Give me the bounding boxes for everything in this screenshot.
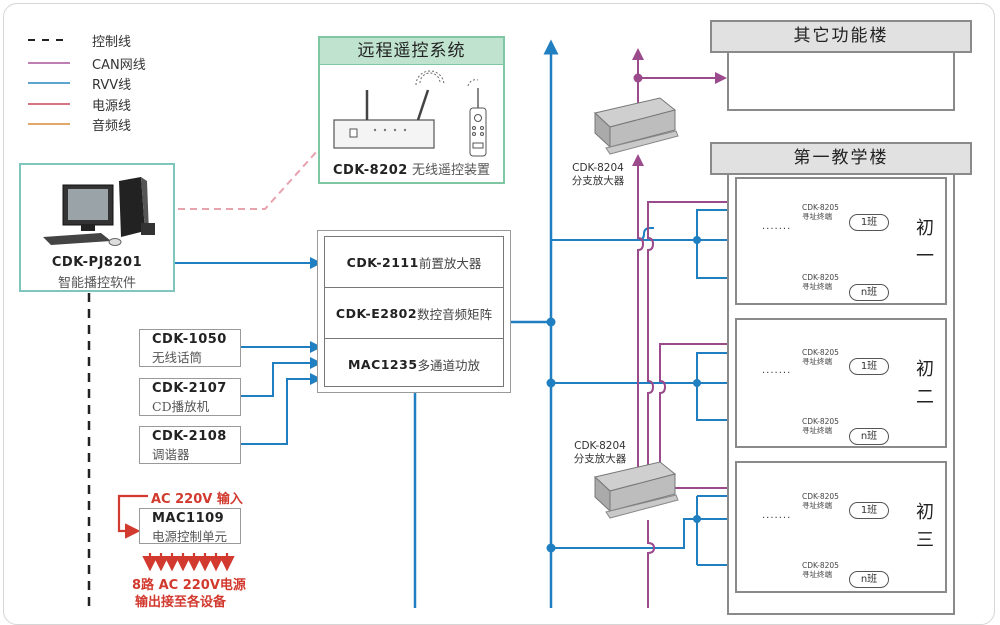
remote-device-caption: CDK-8202 无线遥控装置 xyxy=(320,159,503,178)
control-pc: CDK-PJ8201 智能播控软件 xyxy=(19,163,175,292)
remote-device-desc: 无线遥控装置 xyxy=(411,163,490,178)
junction-dot xyxy=(546,317,556,327)
legend-item-audio: 音频线 xyxy=(92,118,132,134)
building-other-header: 其它功能楼 xyxy=(710,20,972,53)
class-badge-first: 1班 xyxy=(849,358,889,375)
class-badge-last: n班 xyxy=(849,571,889,588)
wire-control-pc-remote xyxy=(178,149,319,210)
wireless-receiver-icon xyxy=(333,70,487,157)
grade-2-label: 初二 xyxy=(916,359,934,408)
class-badge-first: 1班 xyxy=(849,502,889,519)
junction-dot xyxy=(693,236,701,244)
branch-amplifier-device-bottom xyxy=(593,461,679,519)
grade-1-section: 初一 xyxy=(735,177,947,305)
grade-1-label: 初一 xyxy=(916,218,934,267)
legend-swatches xyxy=(28,39,70,125)
building-other-body xyxy=(727,53,955,111)
pc-model: CDK-PJ8201 xyxy=(51,255,143,270)
remote-system-title: 远程遥控系统 xyxy=(320,38,503,65)
power-output-label-1: 8路 AC 220V电源 xyxy=(132,578,246,593)
legend-item-control: 控制线 xyxy=(92,34,132,50)
grade-3-section: 初三 xyxy=(735,461,947,593)
legend-item-can: CAN网线 xyxy=(92,57,146,73)
power-output-label-2: 输出接至各设备 xyxy=(135,595,227,610)
wire-rvv-src3 xyxy=(241,373,322,445)
legend-item-power: 电源线 xyxy=(92,98,132,114)
legend-item-rvv: RVV线 xyxy=(92,77,132,93)
grade-3-label: 初三 xyxy=(916,502,934,551)
branch-amp-label-bottom: CDK-8204 分支放大器 xyxy=(573,440,627,465)
building-1-header: 第一教学楼 xyxy=(710,142,972,175)
class-badge-first: 1班 xyxy=(849,214,889,231)
computer-icon xyxy=(43,177,155,246)
branch-amp-label-top: CDK-8204 分支放大器 xyxy=(571,162,625,187)
power-control-unit: MAC1109 电源控制单元 xyxy=(139,508,241,544)
terminal-ellipsis: ······· xyxy=(762,224,792,235)
wire-can xyxy=(632,48,745,608)
grade-2-section: 初二 xyxy=(735,318,947,448)
source-cd-player: CDK-2107 CD播放机 xyxy=(139,378,241,416)
pc-desc: 智能播控软件 xyxy=(57,276,136,291)
wire-rvv-src2 xyxy=(241,357,322,397)
terminal-ellipsis: ······· xyxy=(762,513,792,524)
junction-dot xyxy=(693,515,701,523)
remote-control-system: 远程遥控系统 CDK-8202 无线遥控装置 xyxy=(318,36,505,184)
class-badge-last: n班 xyxy=(849,428,889,445)
remote-device-model: CDK-8202 xyxy=(332,163,408,178)
terminal-ellipsis: ······· xyxy=(762,368,792,379)
junction-dot xyxy=(693,379,701,387)
class-badge-last: n班 xyxy=(849,284,889,301)
power-input-label: AC 220V 输入 xyxy=(151,492,243,507)
source-wireless-mic: CDK-1050 无线话筒 xyxy=(139,329,241,367)
wire-power xyxy=(117,494,235,572)
branch-amplifier-device-top xyxy=(593,97,679,155)
source-tuner: CDK-2108 调谐器 xyxy=(139,426,241,464)
junction-dot xyxy=(633,73,643,83)
